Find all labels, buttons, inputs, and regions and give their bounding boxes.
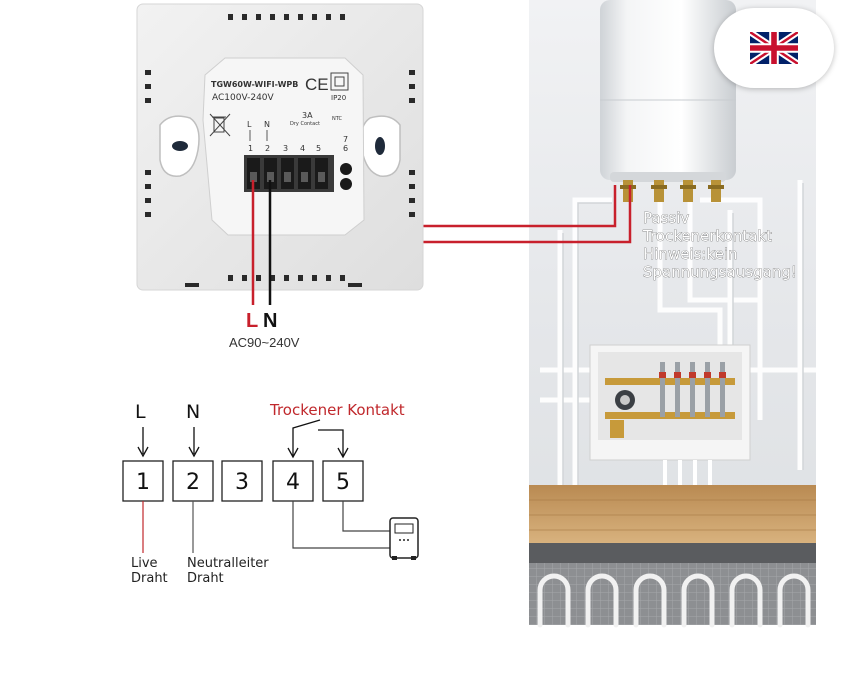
note-line-4: Spannungsausgang! — [643, 263, 797, 281]
terminal-box-label-5: 5 — [336, 470, 350, 495]
terminal-num-3: 3 — [283, 144, 288, 153]
wiring-schematic: L N Trockener Kontakt 1 2 3 4 — [122, 401, 419, 586]
note-line-2: Trockenerkontakt — [642, 227, 772, 245]
floor-heating-mat — [529, 563, 816, 625]
terminal-num-5: 5 — [316, 144, 321, 153]
dry-contact-label: Dry Contact — [290, 121, 320, 127]
terminal-legend-l: L — [247, 120, 252, 129]
ip-rating: IP20 — [331, 94, 346, 102]
heater-installation-illustration: Passiv Trockenerkontakt Hinweis:kein Spa… — [529, 0, 816, 628]
note-line-1: Passiv — [643, 209, 689, 227]
thermostat-back-plate: TGW60W-WIFI-WPB CE AC100V-240V IP20 3A D… — [136, 3, 424, 305]
language-switch-button[interactable] — [714, 8, 834, 88]
passive-dry-contact-note: Passiv Trockenerkontakt Hinweis:kein Spa… — [642, 209, 797, 282]
terminal-legend-n: N — [264, 120, 270, 129]
neutral-wire-caption-2: Draht — [187, 571, 224, 586]
terminal-box-label-4: 4 — [286, 470, 300, 495]
terminal-num-1: 1 — [248, 144, 253, 153]
boiler-device-icon — [389, 517, 419, 560]
neutral-wire-caption-1: Neutralleiter — [187, 556, 269, 571]
wood-floor — [529, 485, 816, 543]
model-label: TGW60W-WIFI-WPB — [211, 80, 298, 89]
live-wire-label: L — [246, 310, 258, 332]
ntc-label: NTC — [332, 116, 343, 122]
water-heater-tank — [600, 0, 736, 180]
schematic-terminal-3 — [221, 460, 263, 502]
terminal-block — [244, 155, 352, 192]
dry-contact-title: Trockener Kontakt — [269, 401, 405, 419]
terminal-box-label-2: 2 — [186, 470, 200, 495]
heater-pipe-fittings — [620, 180, 724, 202]
terminal-num-2: 2 — [265, 144, 270, 153]
schematic-terminal-2 — [172, 460, 214, 502]
terminal-num-7: 7 — [343, 135, 348, 144]
neutral-wire-label: N — [263, 310, 277, 332]
ce-mark: CE — [305, 75, 329, 94]
relay-switch-symbol — [287, 419, 349, 459]
current-rating: 3A — [302, 111, 313, 120]
live-wire-caption-2: Draht — [131, 571, 168, 586]
double-insulation-icon — [330, 72, 349, 91]
terminal-num-6: 6 — [343, 144, 348, 153]
schematic-terminal-5 — [322, 460, 364, 502]
terminal-box-label-3: 3 — [235, 470, 249, 495]
live-wire-caption-1: Live — [131, 556, 158, 571]
voltage-rating: AC100V-240V — [212, 93, 275, 103]
weee-bin-icon — [209, 113, 231, 137]
terminal-box-label-1: 1 — [136, 470, 150, 495]
supply-voltage-label: AC90~240V — [229, 335, 300, 350]
terminal-num-4: 4 — [300, 144, 305, 153]
uk-flag-icon — [750, 32, 798, 64]
schematic-input-n: N — [186, 401, 200, 423]
heating-manifold-cabinet — [589, 344, 751, 461]
vent-slots — [145, 14, 415, 287]
schematic-input-l: L — [135, 401, 146, 423]
note-line-3: Hinweis:kein — [643, 245, 738, 263]
